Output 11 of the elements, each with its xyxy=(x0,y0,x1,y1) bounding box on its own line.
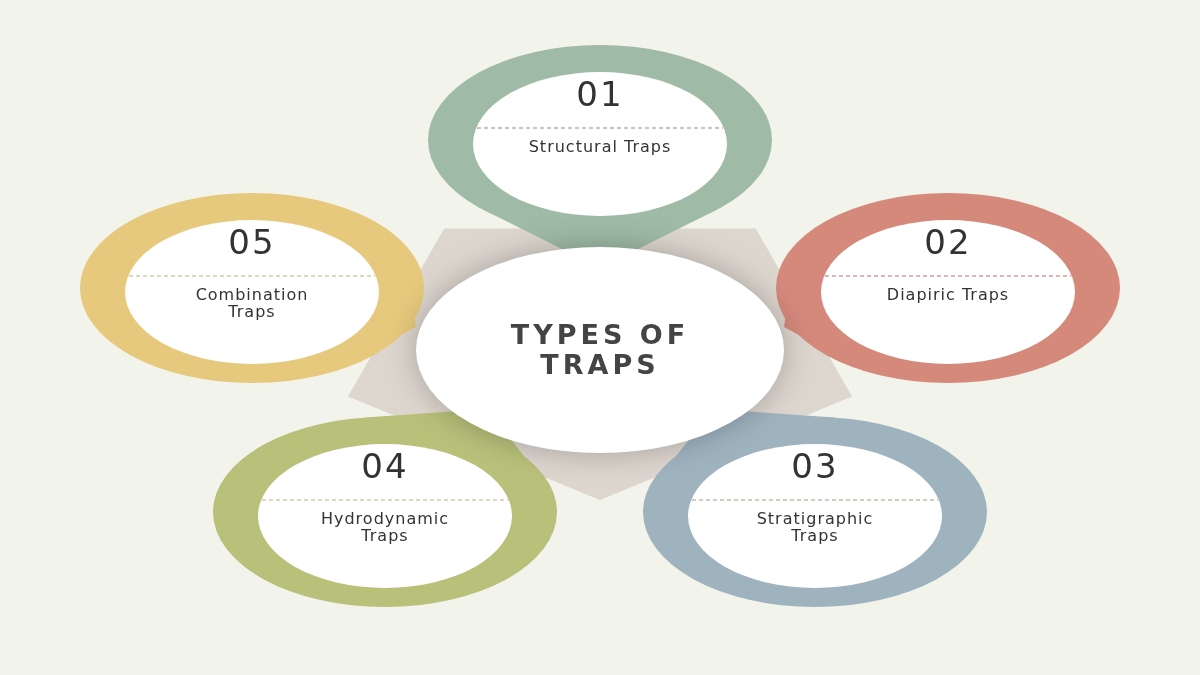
center-title: TYPES OF TRAPS xyxy=(509,320,691,380)
step-label: Hydrodynamic Traps xyxy=(319,510,451,544)
step-label: Stratigraphic Traps xyxy=(755,510,875,544)
step-number: 01 xyxy=(575,74,625,114)
step-number: 05 xyxy=(227,222,277,262)
step-label: Diapiric Traps xyxy=(885,286,1011,303)
step-label: Combination Traps xyxy=(194,286,310,320)
step-number: 02 xyxy=(923,222,973,262)
step-label: Structural Traps xyxy=(527,138,673,155)
step-number: 04 xyxy=(360,446,410,486)
step-number: 03 xyxy=(790,446,840,486)
